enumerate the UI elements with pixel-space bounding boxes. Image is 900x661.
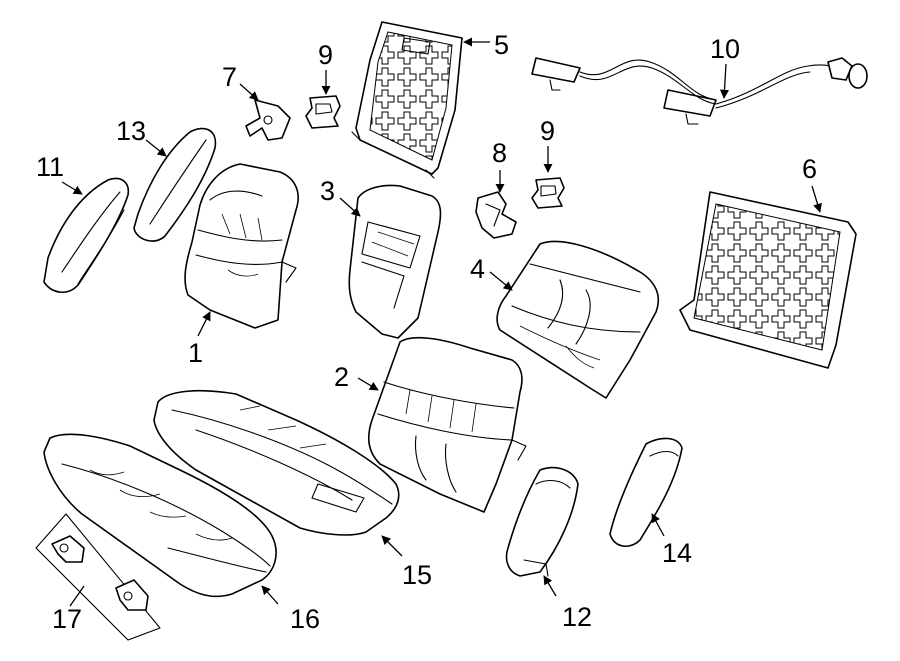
callout-5: 5 [494,30,509,60]
leader-12 [543,575,557,597]
part-17-hinge-brackets [35,513,161,641]
callout-14: 14 [662,538,692,568]
part-5-back-frame-panel [351,21,463,179]
part-13-bolster [133,127,217,242]
callout-1: 1 [188,338,203,368]
leader-lines [61,37,822,607]
leader-6 [811,185,822,213]
leader-1 [197,311,211,337]
part-4-back-cover [496,240,660,399]
callout-17: 17 [52,604,82,634]
callout-9-lower: 9 [540,116,555,146]
callout-10: 10 [710,34,740,64]
part-9-clip-upper [305,95,341,129]
callout-7: 7 [222,62,237,92]
leader-10 [719,63,730,99]
part-6-back-frame-panel [679,191,857,369]
part-16-seat-cushion-pad [43,433,277,598]
part-1-back-cushion [184,163,299,329]
part-9-clip-lower [531,177,565,209]
part-7-bracket [245,99,291,141]
leader-7 [239,83,259,101]
leader-13 [145,139,167,157]
callout-12: 12 [562,602,592,632]
part-8-anchor [475,191,517,239]
part-12-side-shield [505,466,579,577]
callout-15: 15 [402,560,432,590]
leader-11 [61,181,83,195]
part-10-cable-harness [531,57,868,125]
leader-4 [489,271,513,291]
callout-13: 13 [116,116,146,146]
leader-16 [261,585,279,605]
callout-2: 2 [334,362,349,392]
callout-11: 11 [36,152,64,182]
leader-15 [381,535,403,557]
callout-16: 16 [290,604,320,634]
part-2-seat-back-cushion [367,336,527,513]
part-3-back-cover [348,184,442,339]
part-11-armrest-bolster [43,177,130,293]
part-15-seat-cushion-cover [153,389,400,536]
leader-2 [357,377,379,391]
callout-3: 3 [320,176,335,206]
leader-14 [651,513,665,537]
leader-17 [69,585,85,607]
callout-9-upper: 9 [318,40,333,70]
callout-6: 6 [802,154,817,184]
callout-labels: 1 2 3 4 5 6 7 8 9 9 10 11 12 13 14 15 16… [36,30,817,634]
part-14-side-shield [609,437,683,547]
callout-8: 8 [492,138,507,168]
leader-3 [339,197,361,217]
callout-4: 4 [470,254,485,284]
